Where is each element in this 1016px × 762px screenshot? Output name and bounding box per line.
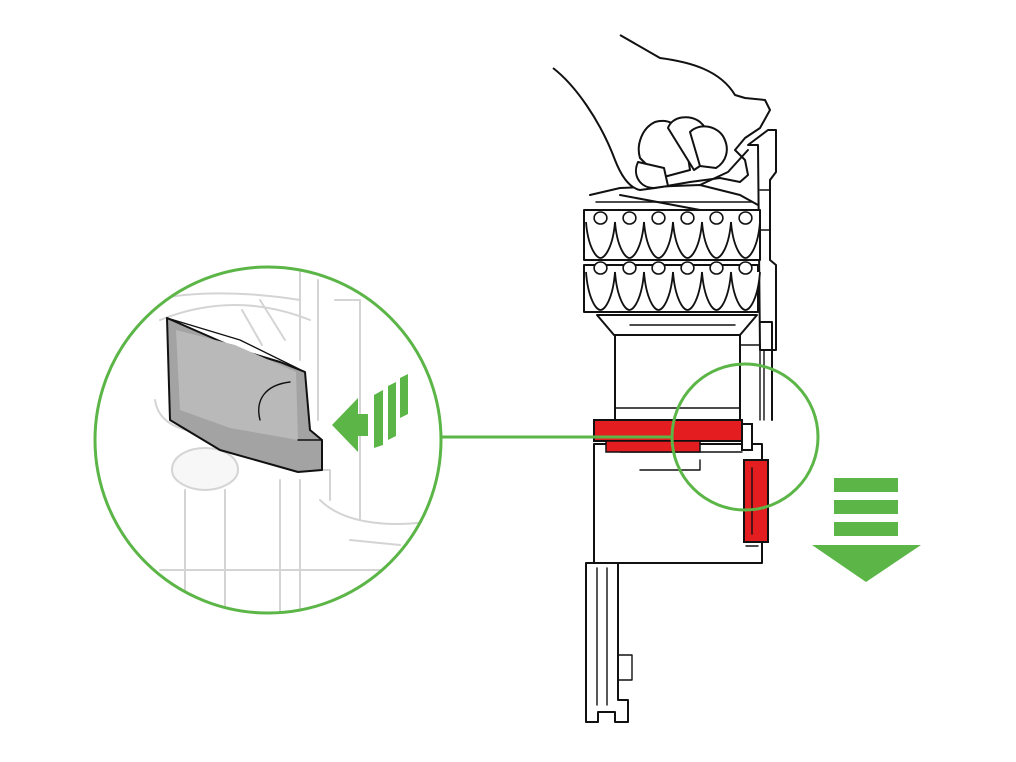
cyclone-cap (651, 211, 666, 225)
cyclone-lobe (585, 221, 616, 259)
wand-tube (585, 562, 633, 723)
cyclone-lobe (672, 221, 703, 259)
vacuum-machine (552, 34, 777, 723)
zoom-magnifier-circle-icon (93, 265, 443, 615)
cyclone-cap (709, 211, 724, 225)
cyclone-lobe (701, 271, 732, 311)
cyclone-lobe (614, 271, 645, 311)
cyclone-cap (622, 261, 637, 275)
zoom-target-circle (670, 362, 820, 512)
cyclone-cap (709, 261, 724, 275)
release-catch-magnified (166, 317, 323, 473)
cyclone-lobe (730, 221, 761, 259)
cyclone-cap (593, 211, 608, 225)
cyclone-cap (680, 211, 695, 225)
cyclone-cap (738, 261, 753, 275)
push-down-arrow-icon (812, 478, 921, 582)
cyclone-lobe (614, 221, 645, 259)
cyclone-lobe (701, 221, 732, 259)
cyclone-cap (680, 261, 695, 275)
cyclone-cap (651, 261, 666, 275)
cyclone-lobe (643, 271, 674, 311)
clear-bin (593, 443, 763, 564)
push-left-arrow-icon (332, 374, 408, 452)
cyclone-lobe (585, 271, 616, 311)
cyclone-cap (622, 211, 637, 225)
cyclone-cap (738, 211, 753, 225)
cyclone-lobe (643, 221, 674, 259)
cyclone-cap (593, 261, 608, 275)
cyclone-lobe (672, 271, 703, 311)
cyclone-shroud (596, 314, 758, 421)
cyclone-assembly-icon (583, 184, 761, 313)
cyclone-lobe (730, 271, 761, 311)
zoom-indicator (440, 362, 820, 512)
hand-icon (552, 34, 771, 211)
